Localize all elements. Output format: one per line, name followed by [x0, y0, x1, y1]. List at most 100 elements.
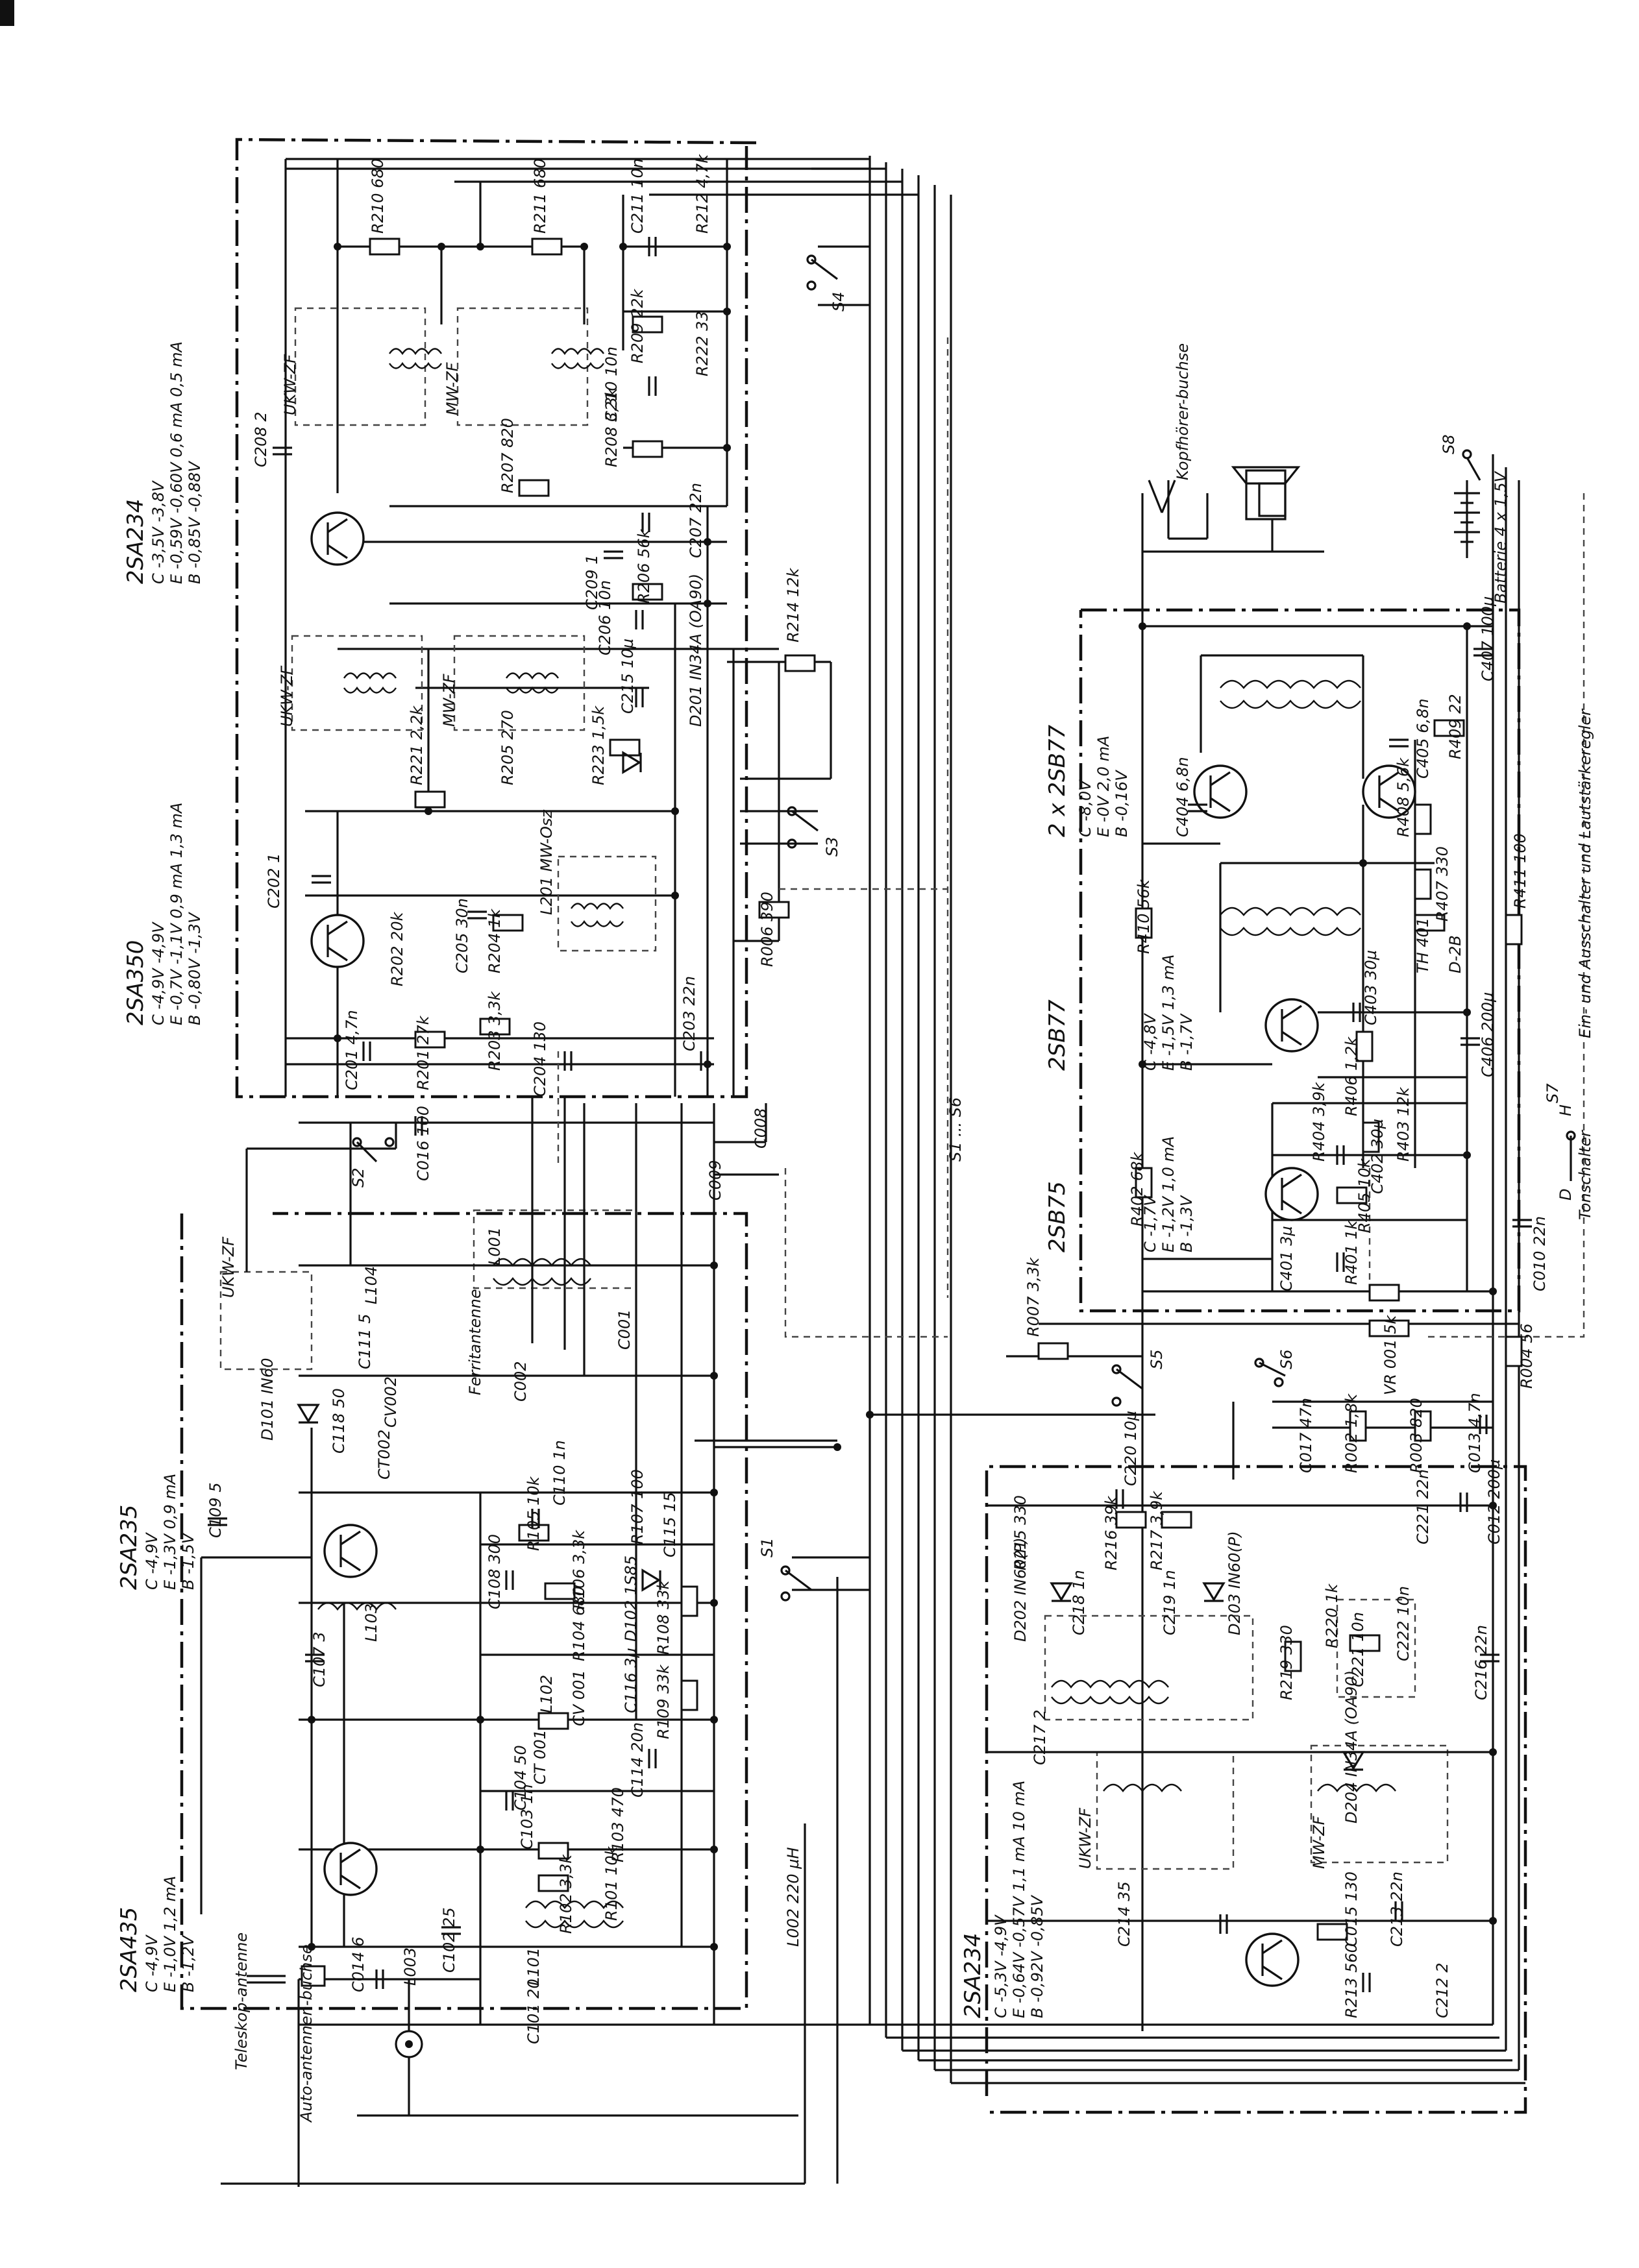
label-vr001: VR 001 5k [1381, 1315, 1399, 1395]
t401-c: C -1,7V [1141, 1195, 1159, 1252]
label-c001: C001 [615, 1309, 634, 1350]
label-c216: C216 22n [1472, 1625, 1490, 1700]
label-r211: R211 680 [531, 158, 549, 234]
label-r407: R407 330 [1433, 846, 1451, 921]
label-s1-s6: S1 ... S6 [946, 1097, 965, 1162]
label-r209: R209 22k [628, 288, 647, 363]
label-s2: S2 [349, 1167, 367, 1188]
junction-dots [308, 243, 1497, 1951]
label-r219: R219 330 [1277, 1625, 1296, 1700]
t202-e: E -0,59V -0,60V 0,6 mA 0,5 mA [167, 341, 186, 584]
label-c404: C404 6,8n [1174, 757, 1192, 837]
label-c017: C017 47n [1297, 1398, 1315, 1473]
t403-b: B -0,16V [1113, 770, 1131, 837]
transistor-data-labels: 2SA234 C -5,3V -4,9V E -0,64V -0,57V 1,1… [116, 341, 1196, 2018]
label-c201: C201 4,7n [343, 1010, 361, 1090]
transistor-symbols [310, 511, 1416, 1987]
label-c118: C118 50 [330, 1388, 348, 1454]
label-c103: C103 1n [518, 1784, 536, 1849]
label-r203: R203 3,3k [486, 991, 504, 1071]
t201-type: 2SA350 [123, 940, 149, 1025]
label-r405: R405 10k [1355, 1158, 1374, 1233]
label-c220: C220 10µ [1122, 1411, 1140, 1486]
label-r401: R401 1k [1342, 1220, 1361, 1285]
label-s6: S6 [1277, 1349, 1296, 1369]
label-r220: R220 1k [1323, 1583, 1341, 1648]
label-l003: L003 [401, 1947, 419, 1986]
t401-b: B -1,3V [1177, 1195, 1196, 1252]
label-r002: R002 1,8k [1342, 1393, 1361, 1473]
label-s8: S8 [1440, 434, 1458, 454]
label-r004: R004 56 [1518, 1323, 1536, 1389]
t101-b: B -1,2V [179, 1934, 197, 1992]
label-c402: C402 30µ [1368, 1119, 1386, 1194]
label-s3: S3 [823, 836, 841, 857]
label-c204: C204 130 [531, 1021, 549, 1097]
coils [317, 348, 1396, 1929]
t201-b: B -0,80V -1,3V [186, 912, 204, 1025]
label-c221b: C221 22n [1414, 1469, 1432, 1544]
label-c013: C013 4,7n [1466, 1393, 1484, 1473]
label-r103: R103 470 [609, 1787, 627, 1862]
t101-type: 2SA435 [116, 1907, 142, 1992]
label-r109: R109 33k [654, 1664, 672, 1739]
t403-c: C -8,0V [1076, 779, 1094, 837]
label-c110: C110 1n [550, 1440, 569, 1506]
label-ferrit: Ferritantenne [466, 1289, 484, 1395]
label-c401: C401 3µ [1277, 1226, 1296, 1291]
label-teleskop: Teleskop-antenne [232, 1933, 251, 2070]
label-r205: R205 270 [499, 710, 517, 785]
label-r406: R406 1,2k [1342, 1036, 1361, 1116]
t201-e: E -0,7V -1,1V 0,9 mA 1,3 mA [167, 803, 186, 1025]
label-r108: R108 33k [654, 1579, 672, 1655]
output-devices [1142, 449, 1481, 558]
label-c208: C208 2 [252, 412, 270, 467]
label-c107: C107 3 [310, 1632, 328, 1687]
label-r221: R221 2,2k [408, 705, 426, 785]
label-r411: R411 100 [1511, 833, 1529, 908]
diodes [297, 751, 1365, 1771]
label-c114: C114 20n [628, 1722, 647, 1798]
label-d201: D201 IN34A (OA90) [687, 574, 705, 727]
label-r206: R206 56k [635, 528, 653, 604]
label-c203: C203 22n [680, 976, 698, 1051]
label-d2b: D-2B [1446, 935, 1464, 973]
t404-symbol [1362, 764, 1416, 819]
label-c221: C221 10n [1349, 1612, 1367, 1687]
label-d102: D102 1S85 [622, 1555, 640, 1642]
label-c012: C012 200µ [1485, 1459, 1503, 1544]
label-l102: L102 [537, 1675, 556, 1713]
label-d204: D204 IN34A (OA90) [1342, 1670, 1361, 1823]
label-s1: S1 [758, 1537, 776, 1557]
label-ukw-zf-bot: UKW-ZF [1076, 1807, 1094, 1869]
label-c014: C014 6 [349, 1937, 367, 1992]
label-cv001: CV 001 [570, 1670, 588, 1726]
rf-module-wiring [200, 1097, 870, 2026]
switch-contacts [352, 254, 1576, 1602]
label-c212: C212 2 [1433, 1963, 1451, 2018]
t101-symbol [323, 1842, 378, 1896]
switch-wiring [733, 167, 1519, 1922]
label-r223: R223 1,5k [589, 705, 608, 785]
label-mw-zf-top: MW-ZF [443, 361, 462, 415]
label-c202: C202 1 [265, 853, 283, 908]
label-c222: C222 10n [1394, 1586, 1412, 1661]
label-c215: C215 10µ [619, 639, 637, 714]
label-tonschalter: Tonschalter [1576, 1129, 1594, 1220]
label-c101: C101 20 [524, 1979, 543, 2044]
label-r202: R202 20k [388, 911, 406, 986]
label-c406: C406 200µ [1479, 992, 1497, 1077]
label-c008: C008 [752, 1108, 770, 1149]
label-r222: R222 33 [693, 311, 711, 376]
label-r101: R101 10k [602, 1846, 621, 1921]
label-l103: L103 [362, 1603, 380, 1642]
t203-c: C -5,3V -4,9V [992, 1914, 1010, 2018]
label-s7-d: D [1557, 1189, 1575, 1201]
label-c102: C102 25 [440, 1907, 458, 1973]
label-r409: R409 22 [1446, 694, 1464, 759]
label-ukw-zf-top: UKW-ZF [281, 354, 299, 415]
label-r007: R007 3,3k [1024, 1257, 1042, 1337]
label-r410: R410 56k [1135, 879, 1153, 954]
label-c108: C108 300 [486, 1534, 504, 1609]
label-d202: D202 IN60(P) [1011, 1537, 1029, 1642]
